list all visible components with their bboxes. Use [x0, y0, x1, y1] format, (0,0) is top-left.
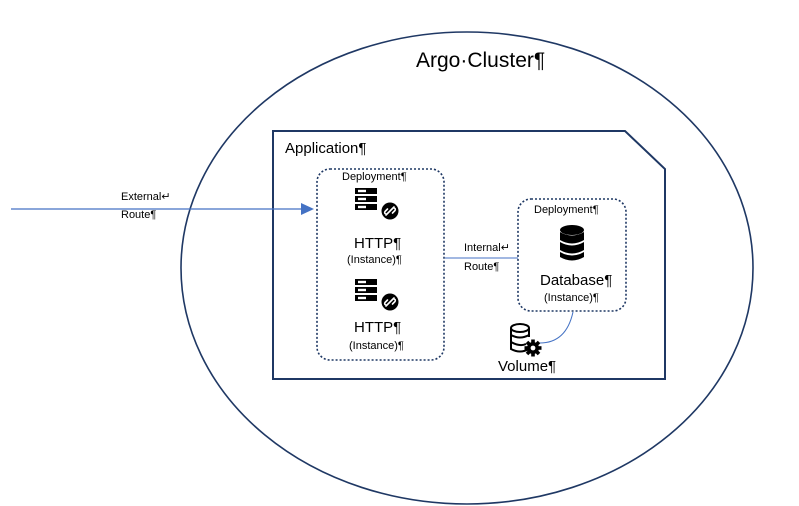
- http-deployment-label: Deployment¶: [342, 171, 407, 183]
- volume-icon: [510, 323, 542, 357]
- application-title: Application¶: [285, 140, 367, 157]
- internal-route-label-line1: Internal↵: [464, 242, 510, 254]
- http-server-icon: [355, 279, 400, 312]
- volume-connector: [537, 311, 574, 344]
- db-deployment-label: Deployment¶: [534, 204, 599, 216]
- external-route-label-line2: Route¶: [121, 209, 157, 221]
- database-instance-name: Database¶: [540, 272, 613, 289]
- cluster-boundary: [180, 31, 754, 505]
- http-instance-sub: (Instance)¶: [349, 340, 404, 352]
- database-icon: [560, 225, 584, 261]
- db-deployment-box: [517, 198, 627, 312]
- internal-route-label-line2: Route¶: [464, 261, 500, 273]
- http-instance-name: HTTP¶: [354, 235, 402, 252]
- http-instance-name: HTTP¶: [354, 319, 402, 336]
- external-route-arrow: [11, 203, 314, 215]
- http-instance-sub: (Instance)¶: [347, 254, 402, 266]
- volume-label: Volume¶: [498, 358, 557, 375]
- database-instance-sub: (Instance)¶: [544, 292, 599, 304]
- application-boundary: [272, 130, 666, 380]
- cluster-title: Argo·Cluster¶: [416, 49, 546, 72]
- external-route-label-line1: External↵: [121, 191, 171, 203]
- http-deployment-box: [316, 168, 445, 361]
- http-server-icon: [355, 188, 400, 221]
